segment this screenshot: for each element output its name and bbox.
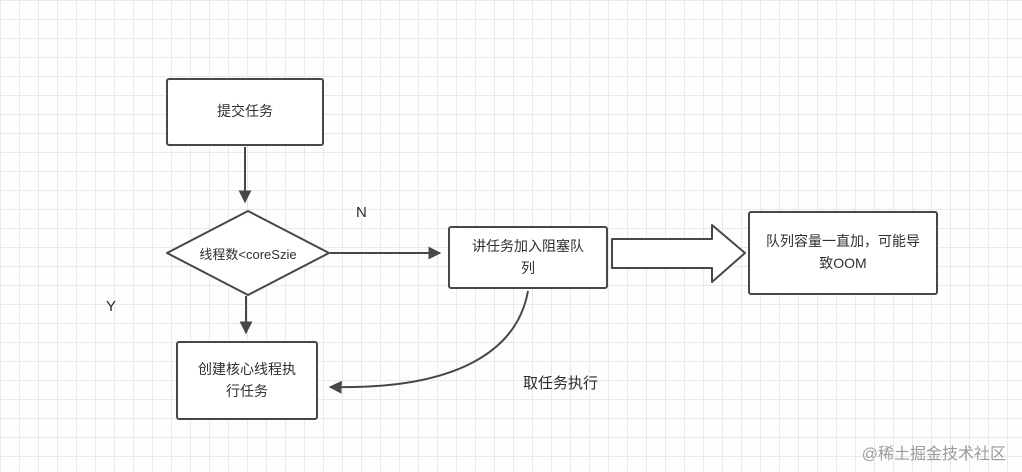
node-add-to-queue: 讲任务加入阻塞队列 xyxy=(448,226,608,289)
arrow-queue-to-core xyxy=(328,290,529,394)
edge-label-no: N xyxy=(356,204,367,221)
node-create-core-thread: 创建核心线程执行任务 xyxy=(176,341,318,420)
block-arrow-queue-to-oom xyxy=(611,224,746,283)
node-submit-task-label: 提交任务 xyxy=(217,103,273,120)
watermark: @稀土掘金技术社区 xyxy=(861,446,1006,463)
decision-diamond-shape xyxy=(166,210,330,296)
node-add-to-queue-label: 讲任务加入阻塞队列 xyxy=(472,237,584,276)
node-submit-task: 提交任务 xyxy=(166,78,324,146)
node-create-core-thread-label: 创建核心线程执行任务 xyxy=(198,360,296,399)
edge-label-take-task: 取任务执行 xyxy=(523,375,599,392)
edge-label-yes: Y xyxy=(106,298,117,315)
node-oom-warning-label: 队列容量一直加，可能导致OOM xyxy=(766,233,920,271)
node-oom-warning: 队列容量一直加，可能导致OOM xyxy=(748,211,938,295)
